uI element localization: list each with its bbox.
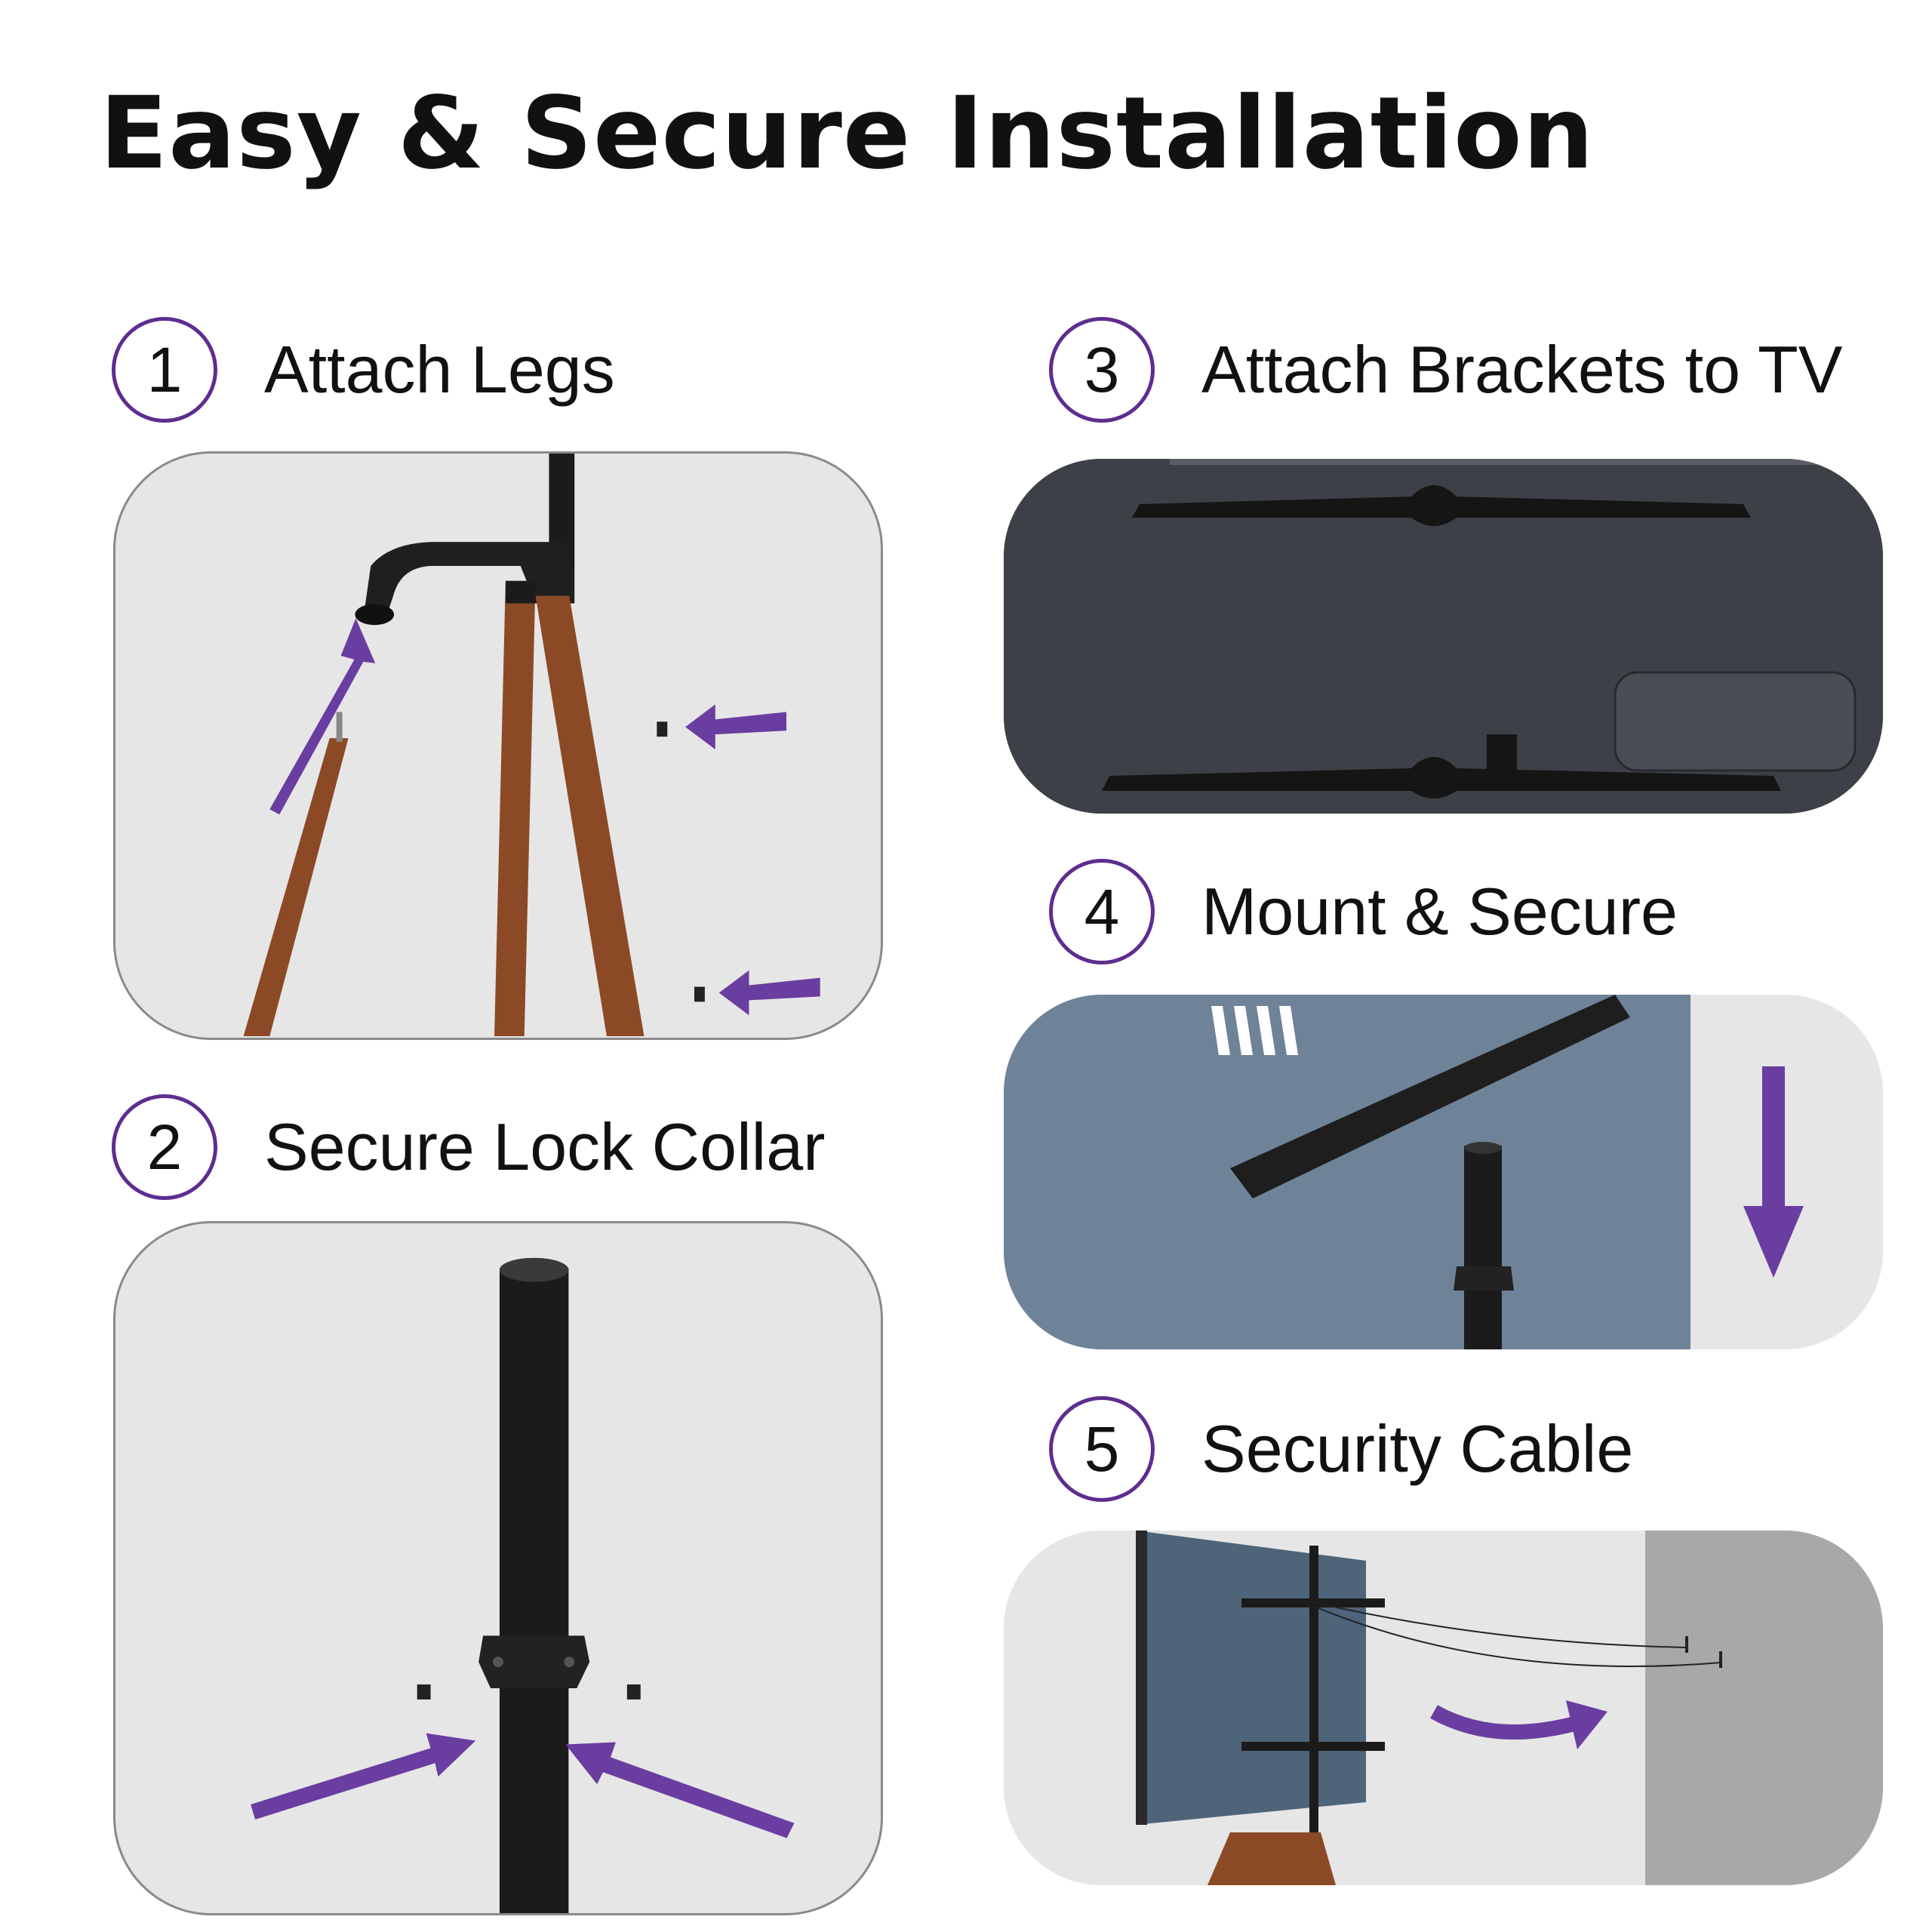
lock-collar xyxy=(478,1635,590,1688)
step-2-illustration xyxy=(113,1221,883,1915)
step-4-label: Mount & Secure xyxy=(1201,874,1678,949)
step-2-number-badge: 2 xyxy=(112,1094,217,1200)
security-cable xyxy=(1312,1605,1721,1667)
step-2-label: Secure Lock Collar xyxy=(264,1109,826,1184)
tv-vent-strip xyxy=(1170,459,1849,465)
arrow-icon xyxy=(1743,1066,1804,1278)
collar-screw-hole xyxy=(493,1657,503,1668)
tv-vent-slots xyxy=(1211,1006,1298,1055)
vertical-pole xyxy=(1464,1146,1502,1349)
tv-side-panel xyxy=(1004,995,1690,1349)
step-5-label: Security Cable xyxy=(1201,1411,1634,1486)
arrow-icon xyxy=(251,1733,476,1820)
wall-anchor xyxy=(1685,1636,1688,1653)
lower-bracket xyxy=(1241,1742,1385,1751)
mount-illustration xyxy=(1004,995,1883,1349)
lock-latch xyxy=(1487,734,1517,772)
hub-socket xyxy=(355,604,395,626)
wall-anchor xyxy=(1719,1651,1722,1668)
detached-leg xyxy=(243,738,349,1037)
security-cable-illustration xyxy=(1004,1531,1883,1885)
lock-collar-illustration xyxy=(251,1257,795,1913)
step-4-number-badge: 4 xyxy=(1049,859,1155,964)
step-1-header: 1 Attach Legs xyxy=(112,317,615,423)
step-4-illustration xyxy=(1004,995,1883,1349)
tv-back xyxy=(1136,1531,1366,1825)
leg-hub-bracket xyxy=(363,542,575,619)
right-leg xyxy=(535,595,645,1037)
step-5-illustration xyxy=(1004,1531,1883,1885)
lock-collar xyxy=(1454,1266,1514,1291)
tv-recess xyxy=(1614,671,1857,772)
attach-legs-illustration xyxy=(243,454,820,1037)
collar-screw-hole xyxy=(564,1657,575,1668)
step-5-number-badge: 5 xyxy=(1049,1396,1155,1502)
arrow-icon xyxy=(1566,1700,1607,1749)
step-2-header: 2 Secure Lock Collar xyxy=(112,1094,825,1200)
step-1-illustration xyxy=(113,451,883,1040)
security-cable xyxy=(1312,1601,1687,1648)
step-1-label: Attach Legs xyxy=(264,332,615,407)
screw-part xyxy=(694,986,705,1002)
vertical-pole xyxy=(1309,1546,1318,1885)
step-5-header: 5 Security Cable xyxy=(1049,1396,1633,1502)
step-3-label: Attach Brackets to TV xyxy=(1201,332,1843,407)
arrow-icon xyxy=(718,970,820,1016)
center-leg xyxy=(494,580,536,1037)
page-title: Easy & Secure Installation xyxy=(100,75,1595,192)
arrow-icon xyxy=(1430,1705,1580,1740)
screw-part xyxy=(417,1684,431,1700)
step-4-header: 4 Mount & Secure xyxy=(1049,859,1678,964)
mount-bracket xyxy=(1230,995,1630,1198)
step-1-number-badge: 1 xyxy=(112,317,217,423)
arrow-icon xyxy=(269,618,376,815)
pole-cap xyxy=(499,1257,569,1282)
arrow-icon xyxy=(685,704,787,749)
step-3-header: 3 Attach Brackets to TV xyxy=(1049,317,1842,423)
tv-brackets-illustration xyxy=(1004,459,1883,814)
vertical-pole xyxy=(499,1268,569,1913)
leg-bolt xyxy=(336,712,343,743)
step-3-number-badge: 3 xyxy=(1049,317,1155,423)
lower-bracket xyxy=(1102,757,1781,798)
stand-legs xyxy=(1208,1832,1336,1885)
step-3-illustration xyxy=(1004,459,1883,814)
screw-part xyxy=(626,1684,641,1700)
arrow-icon xyxy=(565,1742,795,1838)
wall xyxy=(1645,1531,1883,1885)
screw-part xyxy=(657,721,668,737)
center-leg-cap xyxy=(505,580,536,604)
upper-bracket xyxy=(1132,485,1751,526)
